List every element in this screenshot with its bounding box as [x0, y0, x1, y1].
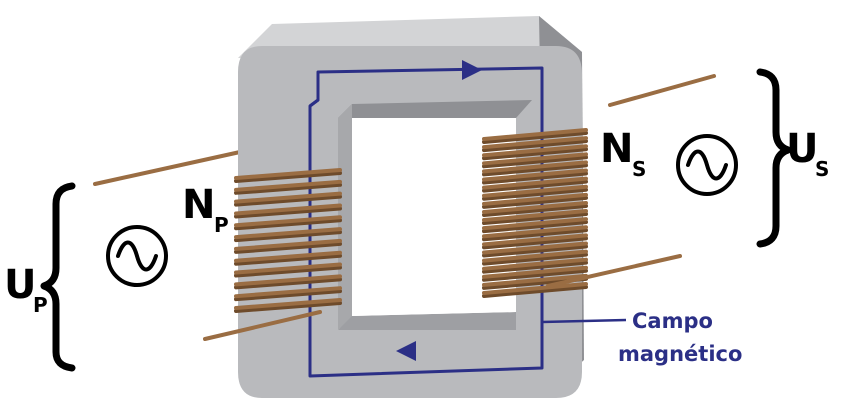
secondary-coil-turn-shadow [482, 260, 588, 274]
primary-coil-turn [234, 203, 342, 216]
wire-back-segments [93, 74, 716, 186]
secondary-coil-turn [482, 225, 588, 239]
primary-coil [234, 168, 342, 313]
primary-coil-turn-shadow [234, 289, 342, 302]
primary-coil-turn [234, 238, 342, 251]
transformer-core [238, 16, 584, 398]
secondary-coil-turn [482, 249, 588, 263]
secondary-coil-turn-shadow [482, 163, 588, 177]
primary-voltage-subscript: P [33, 293, 48, 317]
secondary-coil-turn [482, 168, 588, 182]
secondary-voltage-label: U [786, 126, 818, 172]
secondary-coil-turn [482, 160, 588, 174]
secondary-coil-turn [482, 200, 588, 214]
secondary-coil-turn [482, 209, 588, 223]
primary-coil-turn [234, 250, 342, 263]
primary-coil-turn [234, 191, 342, 204]
secondary-coil-turn-shadow [482, 252, 588, 266]
secondary-coil-turn [482, 233, 588, 247]
secondary-coil-turn [482, 184, 588, 198]
magnetic-field-path [308, 66, 544, 378]
primary-coil-turn-shadow [234, 206, 342, 219]
secondary-coil-turn [482, 136, 588, 150]
primary-coil-turn [234, 179, 342, 192]
secondary-coil-turn [482, 144, 588, 158]
primary-coil-turn-shadow [234, 218, 342, 231]
secondary-coil-turn-shadow [482, 171, 588, 185]
core-window-shadow-left [338, 104, 352, 330]
secondary-coil-turn [482, 257, 588, 271]
field-callout-leader [541, 318, 627, 324]
secondary-ac-source-icon [676, 134, 738, 196]
secondary-coil-turn-shadow [482, 203, 588, 217]
primary-coil-turn [234, 215, 342, 228]
secondary-coil-turn [482, 273, 588, 287]
primary-voltage-brace [40, 182, 76, 372]
primary-turns-subscript: P [214, 213, 229, 237]
primary-turns-label: N [182, 182, 215, 228]
secondary-coil [482, 128, 588, 298]
secondary-turns-label: N [600, 126, 633, 172]
core-window-shadow-top [338, 100, 532, 118]
primary-voltage-label: U [4, 262, 36, 308]
primary-coil-turn [234, 274, 342, 287]
secondary-coil-turn-shadow [482, 236, 588, 250]
field-label-line2: magnético [618, 342, 742, 366]
secondary-coil-turn-shadow [482, 195, 588, 209]
secondary-coil-turn-shadow [482, 131, 588, 144]
secondary-coil-turn-shadow [482, 244, 588, 258]
secondary-coil-turn-shadow [482, 139, 588, 153]
primary-coil-turn-shadow [234, 241, 342, 254]
secondary-coil-turn [482, 176, 588, 190]
secondary-coil-turn-shadow [482, 268, 588, 282]
secondary-coil-turn [482, 128, 588, 141]
primary-coil-turn-shadow [234, 230, 342, 243]
field-arrow-top [462, 60, 482, 80]
secondary-coil-turn [482, 217, 588, 231]
primary-coil-turn-shadow [234, 277, 342, 290]
secondary-coil-turn [482, 152, 588, 166]
secondary-coil-turn-shadow [482, 220, 588, 234]
secondary-turns-subscript: S [632, 157, 646, 181]
core-window [352, 124, 516, 316]
primary-coil-turn-shadow [234, 182, 342, 195]
secondary-coil-turn-shadow [482, 179, 588, 193]
primary-coil-turn-shadow [234, 194, 342, 207]
primary-coil-turn [234, 286, 342, 299]
primary-coil-turn-shadow [234, 265, 342, 278]
secondary-coil-turn [482, 282, 588, 295]
secondary-coil-turn-shadow [482, 187, 588, 201]
primary-coil-turn [234, 298, 342, 310]
secondary-coil-turn [482, 265, 588, 279]
secondary-coil-turn-shadow [482, 228, 588, 242]
secondary-voltage-brace [756, 68, 792, 248]
secondary-coil-turn-shadow [482, 147, 588, 161]
primary-coil-turn-shadow [234, 171, 342, 183]
primary-coil-turn [234, 227, 342, 240]
primary-coil-turn [234, 168, 342, 180]
secondary-coil-turn-shadow [482, 155, 588, 169]
wire-front-segments [203, 254, 682, 341]
secondary-coil-turn-shadow [482, 212, 588, 226]
primary-coil-turn [234, 262, 342, 275]
secondary-coil-turn [482, 192, 588, 206]
core-window-floor [338, 312, 516, 330]
secondary-voltage-subscript: S [815, 157, 829, 181]
primary-coil-turn-shadow [234, 301, 342, 313]
core-front-face [238, 46, 582, 398]
secondary-coil-turn [482, 241, 588, 255]
field-label-line1: Campo [632, 309, 713, 333]
primary-ac-source-icon [106, 225, 168, 287]
primary-coil-turn-shadow [234, 253, 342, 266]
field-arrow-bottom [396, 341, 416, 361]
secondary-coil-turn-shadow [482, 285, 588, 298]
